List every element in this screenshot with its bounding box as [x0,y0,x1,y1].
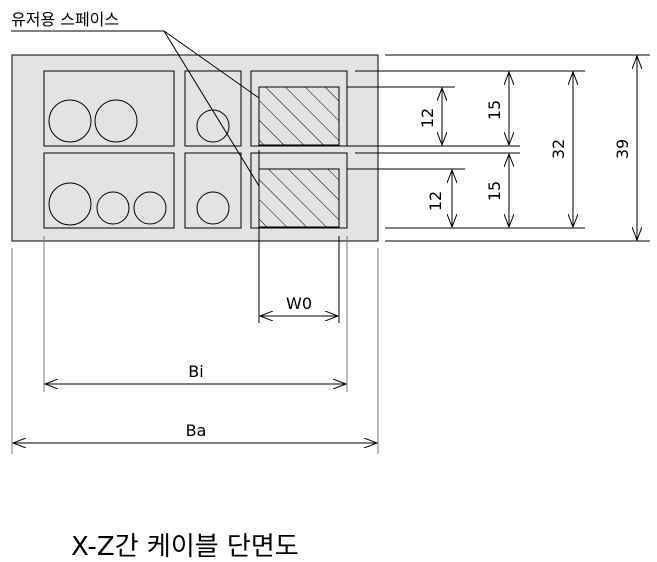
dim-label-row1-pitch: 15 [485,100,504,120]
compartment-r2-c2 [184,152,242,229]
leader-line-to-space-r2 [163,30,260,187]
cable-circle [48,99,92,143]
leader-line-to-space-r1 [163,30,260,99]
compartment-r2-c1 [43,152,175,229]
dim-label-inner-width: Bi [188,362,203,381]
compartment-r1-c3 [250,70,348,147]
cable-circle [196,191,230,225]
dim-label-row2-pitch: 15 [485,181,504,201]
cable-circle [48,182,92,226]
cable-circle [94,99,138,143]
compartment-r1-c2 [184,70,242,147]
user-space-hatched-r1 [258,86,340,146]
dim-label-outer-height: 39 [613,139,632,159]
dim-label-inner-height: 32 [549,139,568,159]
diagram-caption: X-Z간 케이블 단면도 [71,532,299,562]
cable-circle [133,191,167,225]
dim-label-outer-width: Ba [186,421,207,440]
cable-circle [96,191,130,225]
compartment-r1-c1 [43,70,175,147]
dim-label-row2-space: 12 [426,191,445,211]
dim-label-row1-space: 12 [418,108,437,128]
user-space-hatched-r2 [258,168,340,228]
dim-label-space-width: W0 [286,294,312,313]
compartment-r2-c3 [250,152,348,229]
user-space-label: 유저용 스페이스 [11,10,119,29]
